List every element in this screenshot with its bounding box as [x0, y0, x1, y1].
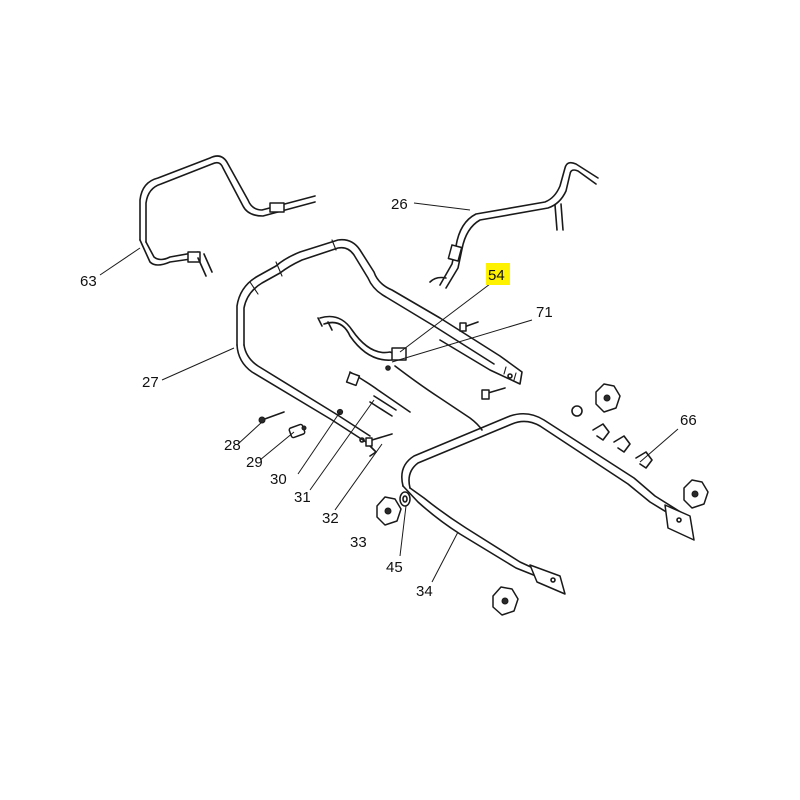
callout-labels: 63 26 54 71 27 66 28 29 30 31 32 33 45 3…	[80, 196, 697, 600]
callout-34: 34	[416, 583, 433, 600]
callout-31: 31	[294, 489, 311, 506]
callout-30: 30	[270, 471, 287, 488]
part-31-cable-tie	[369, 395, 397, 417]
part-45-washer	[399, 491, 411, 507]
callout-54: 54	[488, 267, 505, 284]
callout-66: 66	[680, 412, 697, 429]
part-32-bolt	[365, 433, 393, 447]
part-26-brake-bail	[429, 161, 599, 289]
part-71-cable-assembly	[317, 315, 483, 431]
leader-lines	[99, 202, 679, 583]
callout-28: 28	[224, 437, 241, 454]
part-28-screw	[258, 411, 285, 424]
callout-63: 63	[80, 273, 97, 290]
knob-upper-right	[595, 383, 621, 413]
knob-bottom	[492, 586, 519, 616]
callout-71: 71	[536, 304, 553, 321]
part-34-lower-handle	[401, 412, 695, 595]
part-29-clip	[288, 423, 307, 439]
callout-33: 33	[350, 534, 367, 551]
bolt-lower-right	[481, 387, 506, 400]
callout-45: 45	[386, 559, 403, 576]
callout-54-highlight	[486, 263, 510, 285]
part-33-knob	[376, 496, 402, 526]
knob-right	[683, 479, 709, 509]
callout-27: 27	[142, 374, 159, 391]
bolt-upper-right	[459, 321, 479, 332]
callout-32: 32	[322, 510, 339, 527]
part-66-cable-clips	[571, 405, 653, 469]
callout-26: 26	[391, 196, 408, 213]
part-63-control-bail	[139, 155, 316, 277]
part-27-upper-handle	[236, 238, 523, 457]
callout-29: 29	[246, 454, 263, 471]
